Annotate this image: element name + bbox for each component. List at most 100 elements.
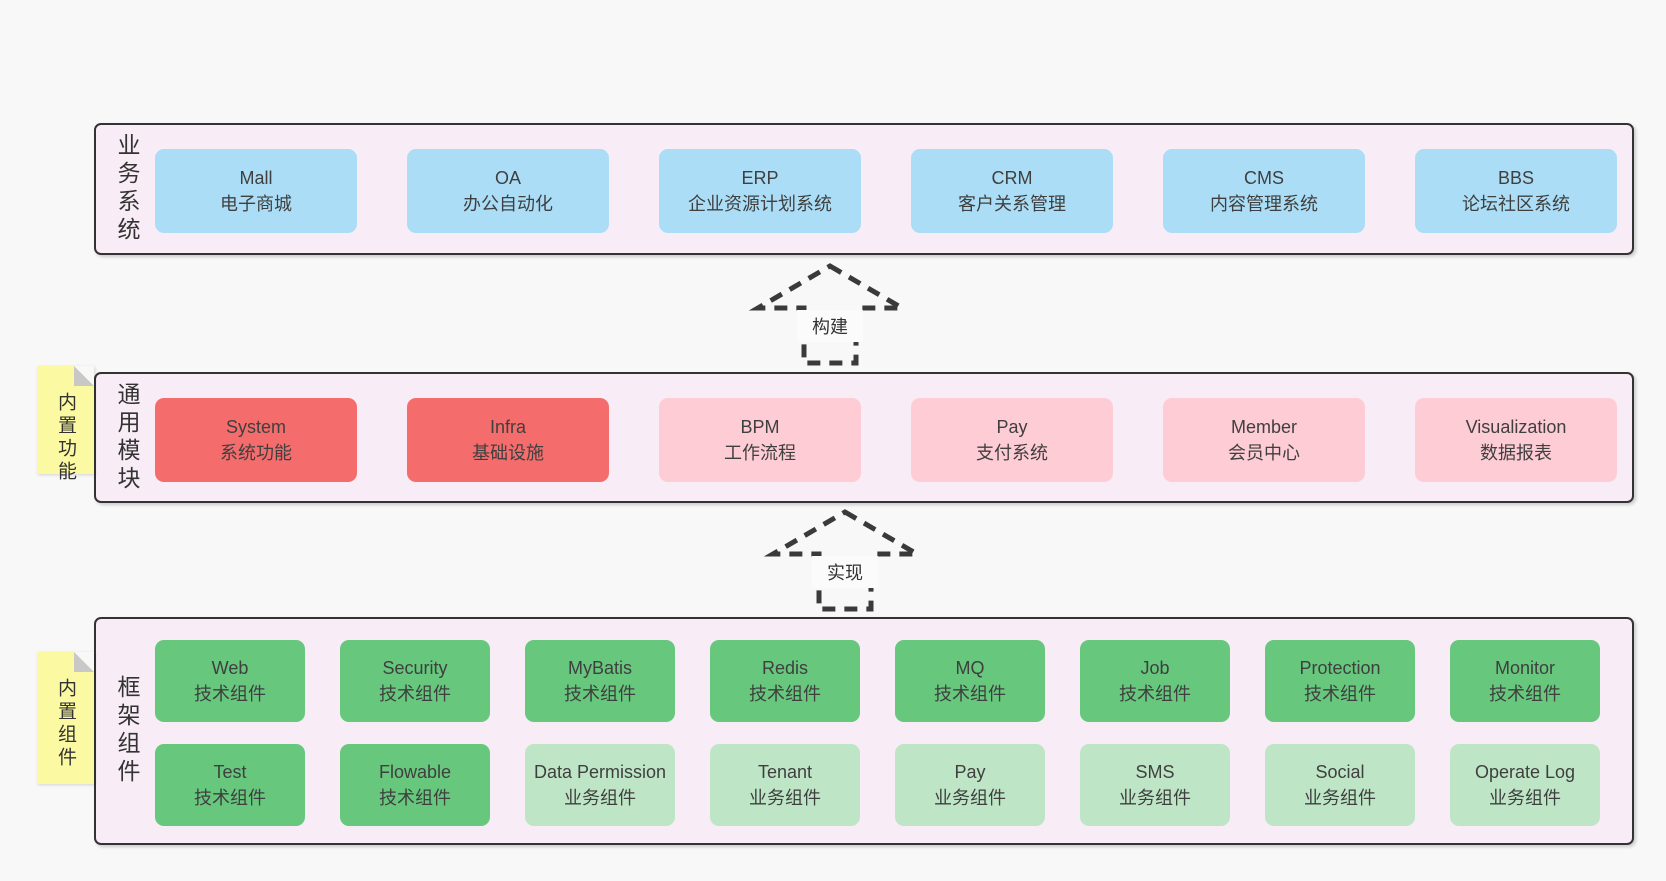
box-subtitle: 技术组件 xyxy=(749,684,821,704)
box-title: Visualization xyxy=(1465,416,1567,437)
box-mall: Mall 电子商城 xyxy=(155,149,357,233)
box-bpm: BPM 工作流程 xyxy=(659,398,861,482)
box-title: Redis xyxy=(761,657,809,678)
box-crm: CRM 客户关系管理 xyxy=(911,149,1113,233)
business-systems-label: 业务系统 xyxy=(114,133,140,245)
box-member: Member 会员中心 xyxy=(1163,398,1365,482)
box-test: Test 技术组件 xyxy=(155,744,305,826)
box-oa: OA 办公自动化 xyxy=(407,149,609,233)
box-pay-biz: Pay 业务组件 xyxy=(895,744,1045,826)
box-job: Job 技术组件 xyxy=(1080,640,1230,722)
builtin-features-note: 内置功能 xyxy=(37,366,94,484)
box-subtitle: 系统功能 xyxy=(220,443,292,463)
framework-components-panel: 框架组件 Web 技术组件 Security 技术组件 MyBatis 技术组件… xyxy=(94,617,1634,845)
box-subtitle: 工作流程 xyxy=(724,443,796,463)
box-title: Web xyxy=(211,657,249,678)
box-mq: MQ 技术组件 xyxy=(895,640,1045,722)
box-erp: ERP 企业资源计划系统 xyxy=(659,149,861,233)
box-pay: Pay 支付系统 xyxy=(911,398,1113,482)
box-subtitle: 技术组件 xyxy=(1489,684,1561,704)
box-subtitle: 基础设施 xyxy=(472,443,544,463)
box-mybatis: MyBatis 技术组件 xyxy=(525,640,675,722)
box-subtitle: 技术组件 xyxy=(194,788,266,808)
box-title: Social xyxy=(1315,761,1365,782)
box-title: Mall xyxy=(239,167,273,188)
box-protection: Protection 技术组件 xyxy=(1265,640,1415,722)
box-monitor: Monitor 技术组件 xyxy=(1450,640,1600,722)
box-social: Social 业务组件 xyxy=(1265,744,1415,826)
box-subtitle: 业务组件 xyxy=(934,788,1006,808)
box-title: OA xyxy=(494,167,521,188)
box-subtitle: 办公自动化 xyxy=(463,194,553,214)
box-title: Security xyxy=(382,657,448,678)
framework-row-2: Test 技术组件 Flowable 技术组件 Data Permission … xyxy=(155,744,1600,826)
box-security: Security 技术组件 xyxy=(340,640,490,722)
box-subtitle: 业务组件 xyxy=(1489,788,1561,808)
common-modules-label: 通用模块 xyxy=(114,381,140,494)
box-title: Protection xyxy=(1299,657,1381,678)
box-title: ERP xyxy=(741,167,779,188)
box-visualization: Visualization 数据报表 xyxy=(1415,398,1617,482)
box-subtitle: 数据报表 xyxy=(1480,443,1552,463)
box-title: Pay xyxy=(954,761,986,782)
box-flowable: Flowable 技术组件 xyxy=(340,744,490,826)
box-title: Flowable xyxy=(378,761,452,782)
implement-arrow-label: 实现 xyxy=(827,563,863,583)
box-title: Monitor xyxy=(1494,657,1556,678)
box-web: Web 技术组件 xyxy=(155,640,305,722)
common-modules-row: System 系统功能 Infra 基础设施 BPM 工作流程 Pay 支付系统… xyxy=(96,374,1632,482)
box-title: CMS xyxy=(1244,167,1284,188)
box-subtitle: 企业资源计划系统 xyxy=(688,194,832,214)
implement-arrow-icon: 实现 xyxy=(763,509,927,612)
builtin-features-note-text: 内置功能 xyxy=(55,392,76,484)
box-title: Member xyxy=(1230,416,1297,437)
build-arrow-icon: 构建 xyxy=(748,263,912,366)
box-title: MyBatis xyxy=(567,657,632,678)
box-cms: CMS 内容管理系统 xyxy=(1163,149,1365,233)
box-subtitle: 技术组件 xyxy=(934,684,1006,704)
box-subtitle: 技术组件 xyxy=(379,684,451,704)
framework-row-1: Web 技术组件 Security 技术组件 MyBatis 技术组件 Redi… xyxy=(155,640,1600,722)
box-subtitle: 业务组件 xyxy=(1304,788,1376,808)
box-subtitle: 技术组件 xyxy=(564,684,636,704)
box-subtitle: 业务组件 xyxy=(749,788,821,808)
build-arrow-label: 构建 xyxy=(812,317,848,337)
common-modules-panel: 通用模块 System 系统功能 Infra 基础设施 BPM 工作流程 Pay… xyxy=(94,372,1634,503)
box-subtitle: 支付系统 xyxy=(976,443,1048,463)
box-title: Test xyxy=(213,761,247,782)
box-operate-log: Operate Log 业务组件 xyxy=(1450,744,1600,826)
box-subtitle: 内容管理系统 xyxy=(1210,194,1318,214)
box-tenant: Tenant 业务组件 xyxy=(710,744,860,826)
box-title: MQ xyxy=(955,657,985,678)
box-subtitle: 业务组件 xyxy=(1119,788,1191,808)
box-subtitle: 技术组件 xyxy=(1304,684,1376,704)
box-subtitle: 会员中心 xyxy=(1228,443,1300,463)
business-systems-panel: 业务系统 Mall 电子商城 OA 办公自动化 ERP 企业资源计划系统 CRM… xyxy=(94,123,1634,255)
box-title: CRM xyxy=(991,167,1033,188)
box-subtitle: 业务组件 xyxy=(564,788,636,808)
box-subtitle: 技术组件 xyxy=(379,788,451,808)
box-subtitle: 论坛社区系统 xyxy=(1462,194,1570,214)
box-subtitle: 技术组件 xyxy=(194,684,266,704)
box-title: BBS xyxy=(1497,167,1535,188)
box-subtitle: 客户关系管理 xyxy=(958,194,1066,214)
box-data-permission: Data Permission 业务组件 xyxy=(525,744,675,826)
box-title: Job xyxy=(1140,657,1170,678)
box-title: Operate Log xyxy=(1474,761,1576,782)
business-systems-row: Mall 电子商城 OA 办公自动化 ERP 企业资源计划系统 CRM 客户关系… xyxy=(96,125,1632,233)
box-title: BPM xyxy=(740,416,780,437)
box-infra: Infra 基础设施 xyxy=(407,398,609,482)
box-system: System 系统功能 xyxy=(155,398,357,482)
framework-components-grid: Web 技术组件 Security 技术组件 MyBatis 技术组件 Redi… xyxy=(96,619,1632,826)
box-title: Pay xyxy=(996,416,1028,437)
box-title: System xyxy=(225,416,286,437)
box-subtitle: 电子商城 xyxy=(220,194,292,214)
box-title: SMS xyxy=(1135,761,1175,782)
box-redis: Redis 技术组件 xyxy=(710,640,860,722)
box-title: Infra xyxy=(489,416,527,437)
framework-components-label: 框架组件 xyxy=(114,675,140,787)
box-title: Tenant xyxy=(757,761,813,782)
box-title: Data Permission xyxy=(533,761,667,782)
builtin-components-note-text: 内置组件 xyxy=(55,678,76,770)
builtin-components-note: 内置组件 xyxy=(37,652,94,784)
